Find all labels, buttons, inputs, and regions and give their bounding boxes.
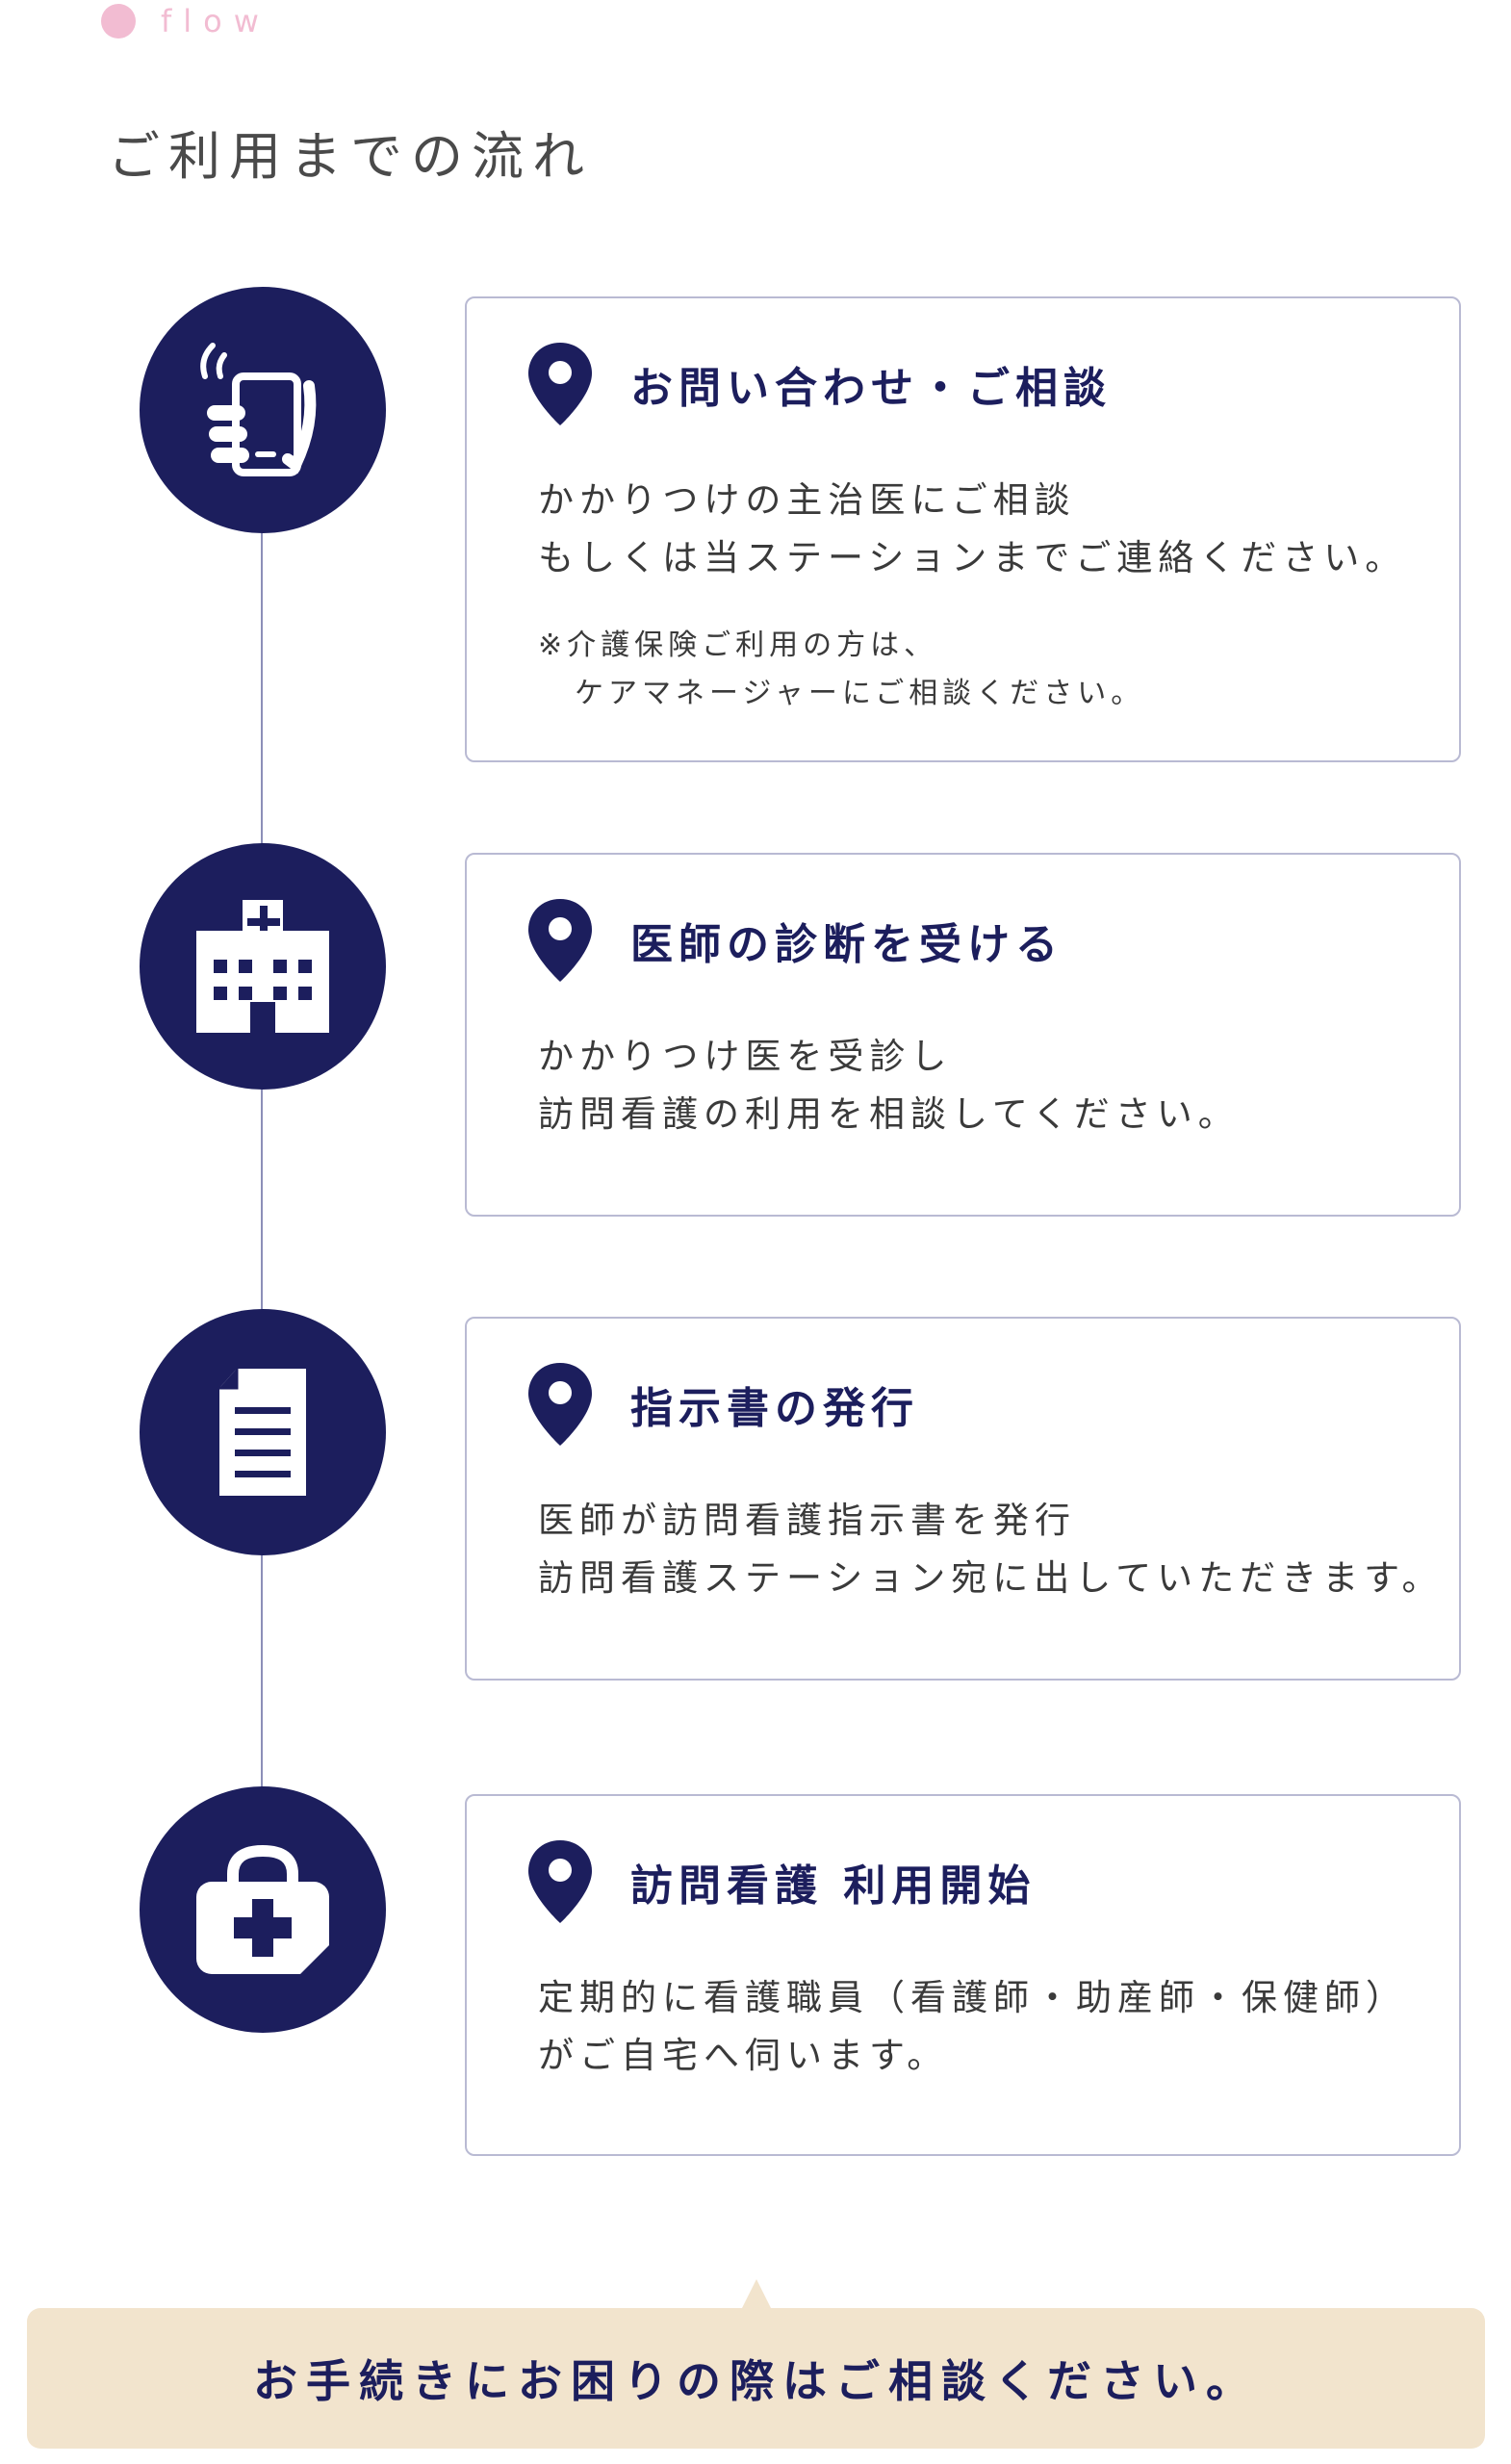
step-4-body-line: がご自宅へ伺います。 [538,2035,949,2076]
step-2-card: 医師の診断を受ける かかりつけ医を受診し 訪問看護の利用を相談してください。 [465,853,1461,1217]
location-pin-icon [528,899,592,982]
step-1-body: かかりつけの主治医にご相談 もしくは当ステーションまでご連絡ください。 [538,472,1406,587]
step-4-title: 訪問看護 利用開始 [630,1861,1037,1911]
step-3-body-line: 訪問看護ステーション宛に出していただきます。 [538,1557,1444,1599]
step-1-header: お問い合わせ・ご相談 [526,341,1112,427]
step-4-body: 定期的に看護職員（看護師・助産師・保健師） がご自宅へ伺います。 [538,1969,1407,2085]
timeline-line [261,404,263,1906]
step-1-note: ※介護保険ご利用の方は、 ケアマネージャーにご相談ください。 [538,622,1144,718]
section-label-text: flow [161,3,270,39]
section-label: flow [101,2,270,40]
step-3-header: 指示書の発行 [526,1361,919,1448]
step-1-title: お問い合わせ・ご相談 [630,364,1112,413]
location-pin-icon [528,343,592,425]
step-1-body-line: もしくは当ステーションまでご連絡ください。 [538,537,1407,578]
step-2-header: 医師の診断を受ける [526,897,1063,984]
page-title: ご利用までの流れ [108,126,593,187]
step-1-body-line: かかりつけの主治医にご相談 [538,479,1076,521]
step-2-title: 医師の診断を受ける [630,920,1063,969]
step-3-title: 指示書の発行 [630,1384,919,1433]
step-3-circle [140,1309,386,1555]
step-2-body-line: かかりつけ医を受診し [538,1036,953,1077]
consultation-banner: お手続きにお困りの際はご相談ください。 [27,2308,1485,2449]
step-4-body-line: 定期的に看護職員（看護師・助産師・保健師） [538,1977,1407,2018]
document-icon [219,1369,306,1496]
step-2-circle [140,843,386,1090]
medical-kit-icon [196,1844,329,1974]
hospital-icon [196,900,329,1033]
location-pin-icon [528,1840,592,1923]
step-2-body-line: 訪問看護の利用を相談してください。 [538,1093,1240,1135]
step-3-body: 医師が訪問看護指示書を発行 訪問看護ステーション宛に出していただきます。 [538,1492,1443,1607]
step-4-header: 訪問看護 利用開始 [526,1838,1036,1925]
step-1-circle [140,287,386,533]
speech-bubble-tail [741,2279,772,2310]
step-4-circle [140,1786,386,2033]
step-2-body: かかりつけ医を受診し 訪問看護の利用を相談してください。 [538,1028,1240,1143]
step-4-card: 訪問看護 利用開始 定期的に看護職員（看護師・助産師・保健師） がご自宅へ伺いま… [465,1794,1461,2156]
consultation-message: お手続きにお困りの際はご相談ください。 [253,2355,1259,2407]
step-1-note-line: ケアマネージャーにご相談ください。 [575,677,1145,710]
step-1-card: お問い合わせ・ご相談 かかりつけの主治医にご相談 もしくは当ステーションまでご連… [465,296,1461,762]
step-3-body-line: 医師が訪問看護指示書を発行 [538,1500,1076,1541]
step-3-card: 指示書の発行 医師が訪問看護指示書を発行 訪問看護ステーション宛に出していただき… [465,1317,1461,1681]
dot-icon [101,4,136,38]
phone-in-hand-icon [200,343,317,476]
step-1-note-line: ※介護保険ご利用の方は、 [538,629,938,662]
location-pin-icon [528,1363,592,1446]
